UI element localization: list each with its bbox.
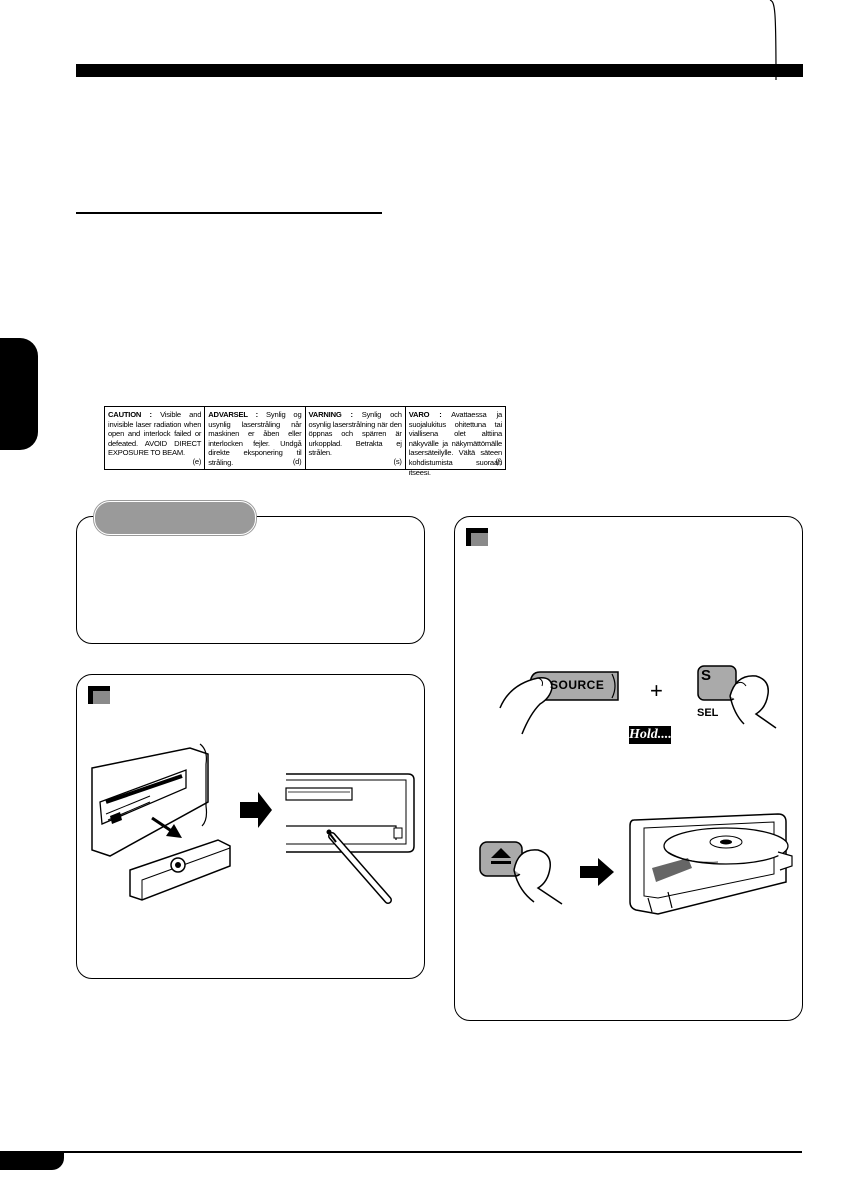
language-side-tab [0, 338, 38, 450]
source-button[interactable]: SOURCE [550, 678, 605, 692]
caution-text: Synlig och osynlig laserstrålning när de… [308, 410, 402, 458]
laser-caution-label: CAUTION : Visible and invisible laser ra… [104, 406, 506, 477]
eject-panel [454, 516, 803, 1021]
arrow-icon [580, 858, 614, 886]
header-bar [76, 64, 803, 77]
plus-sign: + [650, 678, 663, 703]
caution-heading: ADVARSEL : [208, 410, 259, 419]
caution-code: (e) [192, 457, 202, 467]
sel-button[interactable]: S [701, 667, 712, 684]
caution-text: Visible and invisible laser radiation wh… [108, 410, 202, 458]
caution-code: (s) [393, 457, 402, 467]
caution-cell-english: CAUTION : Visible and invisible laser ra… [105, 407, 206, 469]
caution-heading: CAUTION : [108, 410, 152, 419]
sel-label: SEL [697, 707, 719, 719]
caution-heading: VARO : [408, 410, 442, 419]
source-button-illustration [499, 671, 619, 735]
note-panel [76, 516, 425, 644]
footer-rule [0, 1151, 802, 1153]
eject-icon [491, 848, 511, 858]
caution-cell-danish: ADVARSEL : Synlig og usynlig laserstråli… [205, 407, 306, 469]
caution-text: Avattaessa ja suojalukitus ohitettuna ta… [408, 410, 502, 477]
corner-line [769, 0, 777, 81]
section-marker-icon [466, 528, 488, 546]
section-underline [76, 212, 382, 214]
caution-code: (f) [495, 457, 502, 467]
page-number-tab [0, 1151, 64, 1170]
section-marker-icon [88, 686, 110, 704]
eject-button-illustration [479, 841, 563, 905]
hold-label: Hold.... [629, 726, 672, 744]
detach-panel-illustration [91, 743, 415, 904]
disc-ejected-illustration [629, 813, 793, 915]
caution-code: (d) [292, 457, 302, 467]
sel-button-illustration [697, 665, 777, 729]
caution-cell-finnish: VARO : Avattaessa ja suojalukitus ohitet… [406, 407, 505, 477]
caution-text: Synlig og usynlig laserstråling når mask… [208, 410, 302, 467]
caution-heading: VARNING : [308, 410, 353, 419]
note-pill [94, 501, 256, 535]
caution-cell-swedish: VARNING : Synlig och osynlig laserstråln… [306, 407, 406, 469]
